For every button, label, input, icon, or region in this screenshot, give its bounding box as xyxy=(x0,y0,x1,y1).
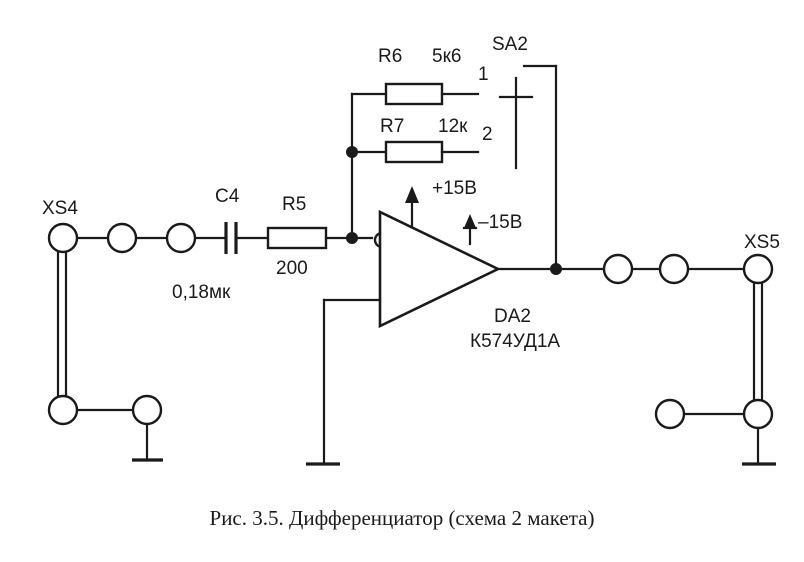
vplus-label: +15В xyxy=(432,178,477,199)
da2-label: DA2 xyxy=(494,306,531,327)
da2-part-number: К574УД1А xyxy=(470,331,560,352)
r7-label: R7 xyxy=(380,116,404,137)
r5-label: R5 xyxy=(282,194,306,215)
vplus-arrow-icon xyxy=(405,186,419,203)
figure-caption: Рис. 3.5. Дифференциатор (схема 2 макета… xyxy=(209,506,595,530)
c4-label: C4 xyxy=(215,186,240,207)
differentiator-schematic: XS4 XS5 C4 0,18мк R5 200 R6 5к6 R7 12к S… xyxy=(42,34,780,466)
xs4-terminal-top xyxy=(47,222,79,254)
sa2-label: SA2 xyxy=(492,34,528,55)
xs5-ground-node xyxy=(654,398,686,430)
sa2-position-1: 1 xyxy=(478,64,489,85)
input-node-1 xyxy=(106,222,138,254)
c4-value: 0,18мк xyxy=(172,282,231,303)
r7-resistor xyxy=(384,140,444,164)
sa2-position-2: 2 xyxy=(482,124,493,145)
r6-label: R6 xyxy=(378,46,402,67)
output-node-1 xyxy=(602,253,634,285)
r6-value: 5к6 xyxy=(432,46,461,67)
r5-value: 200 xyxy=(276,258,308,279)
xs5-terminal-top xyxy=(742,253,774,285)
xs5-label: XS5 xyxy=(744,232,780,253)
xs5-terminal-bottom xyxy=(742,398,774,430)
r5-resistor xyxy=(266,226,328,250)
xs4-terminal-bottom xyxy=(47,394,79,426)
output-node-2 xyxy=(658,253,690,285)
xs4-ground-node xyxy=(131,394,163,426)
input-node-2 xyxy=(165,222,197,254)
vminus-arrow-icon xyxy=(464,214,476,228)
output-junction xyxy=(550,263,562,275)
opamp-triangle xyxy=(378,209,501,329)
vminus-label: –15В xyxy=(478,212,522,233)
xs4-label: XS4 xyxy=(42,198,78,219)
r7-value: 12к xyxy=(438,116,468,137)
r6-resistor xyxy=(384,82,444,106)
